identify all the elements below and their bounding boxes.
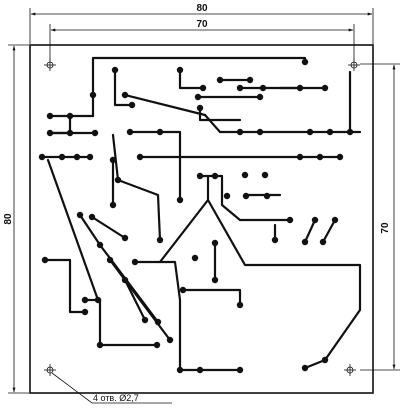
mounting-hole-bottom-right bbox=[344, 364, 356, 376]
copper-traces bbox=[40, 56, 362, 372]
mounting-hole-top-right bbox=[348, 59, 360, 71]
width-80-label: 80 bbox=[196, 3, 208, 14]
holes-note: 4 отв. Ø2,7 bbox=[51, 372, 172, 404]
board-outline bbox=[29, 44, 374, 394]
mounting-hole-bottom-left bbox=[44, 364, 56, 376]
holes-note-text: 4 отв. Ø2,7 bbox=[93, 393, 139, 403]
dimension-width-80: 80 bbox=[29, 3, 374, 44]
dimension-height-80: 80 bbox=[3, 44, 29, 394]
height-80-label: 80 bbox=[3, 213, 14, 225]
mounting-holes bbox=[44, 59, 360, 376]
hole-spacing-v-label: 70 bbox=[380, 222, 391, 234]
mounting-hole-top-left bbox=[44, 59, 56, 71]
dimension-hole-spacing-vertical: 70 bbox=[360, 63, 400, 371]
hole-spacing-h-label: 70 bbox=[196, 19, 208, 30]
solder-pads bbox=[38, 58, 354, 374]
dimension-hole-spacing-horizontal: 70 bbox=[49, 19, 355, 60]
